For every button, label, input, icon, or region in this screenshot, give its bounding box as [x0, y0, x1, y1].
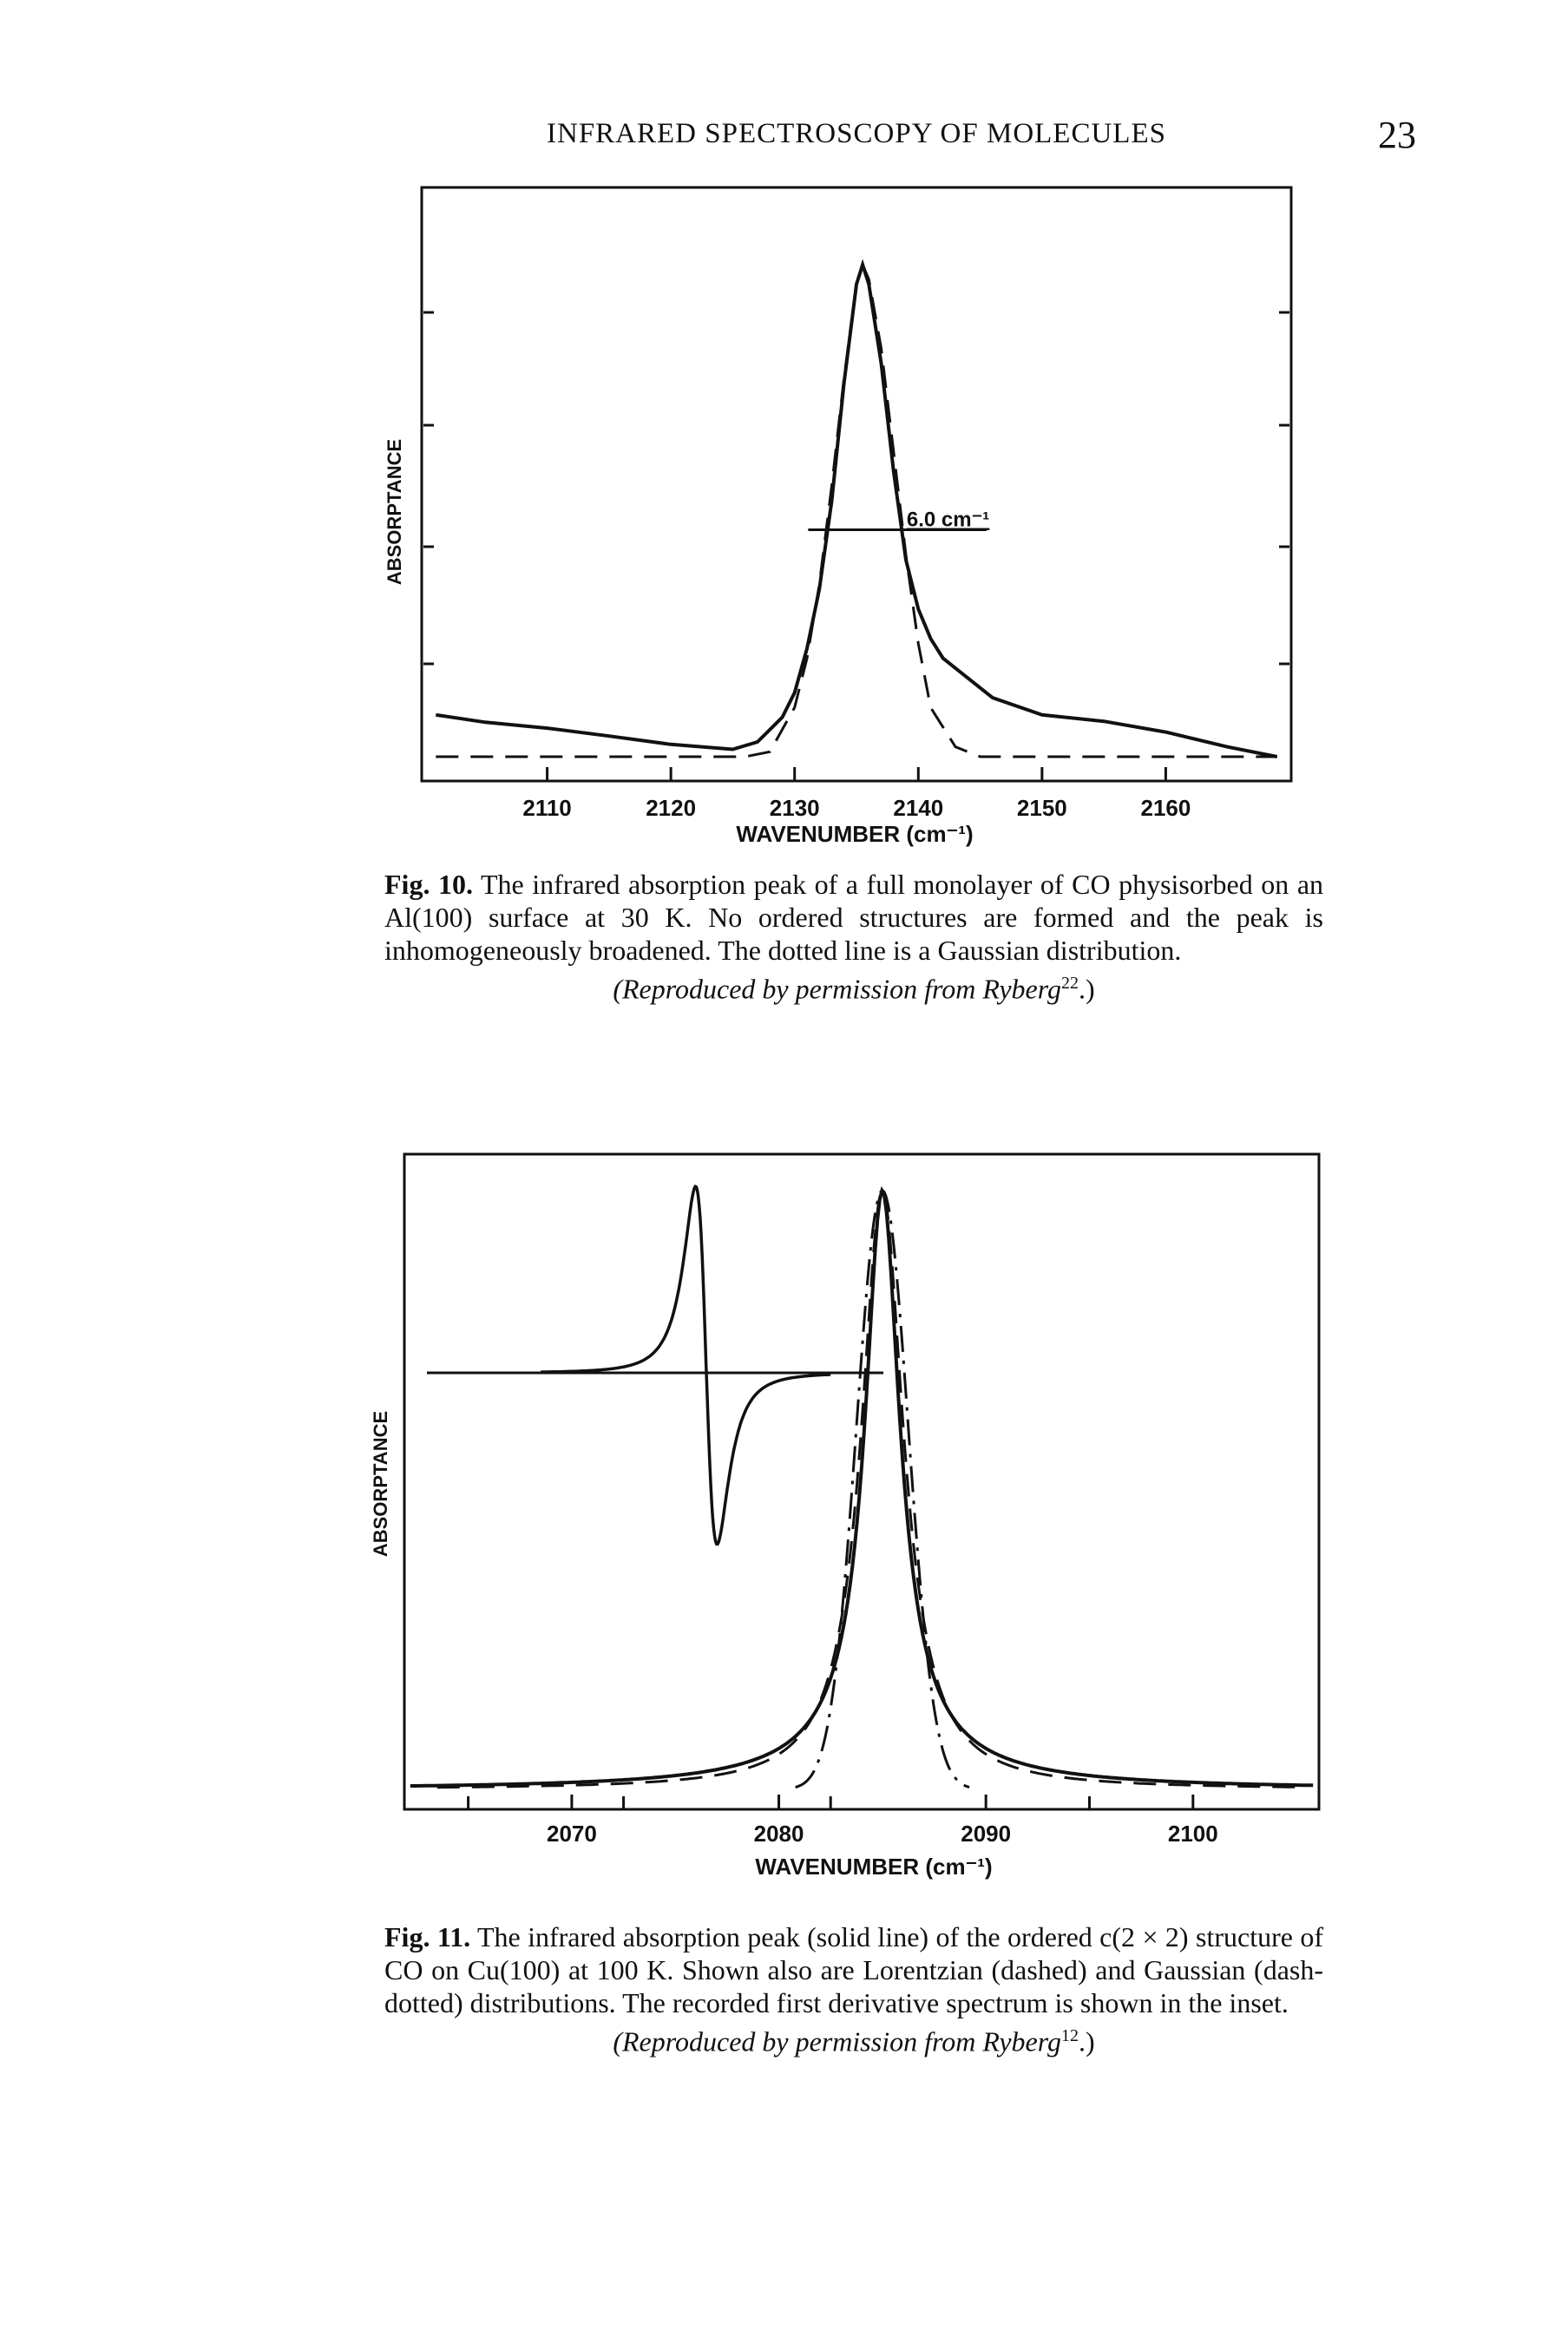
plot-frame	[403, 1152, 1321, 1811]
figure-10-caption-text: The infrared absorption peak of a full m…	[384, 869, 1324, 966]
first-derivative-inset-curve	[541, 1185, 831, 1546]
figure-10-ref: 22	[1060, 974, 1079, 993]
figure-10-chart: 2110 2120 2130 2140 2150 2160 6.0 cm⁻¹ ABSORP…	[384, 186, 1293, 847]
figure-11-caption: Fig. 11. The infrared absorption peak (s…	[384, 1921, 1324, 2058]
running-header: INFRARED SPECTROSCOPY OF MOLECULES 23	[0, 114, 1568, 161]
x-axis-label: WAVENUMBER (cm⁻¹)	[736, 821, 973, 847]
x-tick-label: 2160	[1141, 795, 1191, 821]
y-axis-label: ABSORPTANCE	[384, 439, 405, 585]
figure-11-credit: (Reproduced by permission from Ryberg	[613, 2025, 1061, 2058]
x-tick-label: 2140	[893, 795, 943, 821]
figure-11-chart: 2070 2080 2090 2100 ABSORPTANCE WAVENUMBER …	[370, 1152, 1321, 1880]
running-title: INFRARED SPECTROSCOPY OF MOLECULES	[547, 118, 1166, 149]
figure-10-label: Fig. 10.	[384, 869, 473, 900]
figure-11-ref: 12	[1060, 2026, 1079, 2045]
plot-frame	[420, 186, 1293, 783]
page-number: 23	[1378, 114, 1416, 156]
y-axis-label: ABSORPTANCE	[370, 1411, 391, 1557]
figure-10-credit: (Reproduced by permission from Ryberg	[613, 973, 1061, 1005]
fwhm-annotation: 6.0 cm⁻¹	[907, 509, 989, 532]
x-tick-label: 2110	[522, 795, 571, 821]
x-tick-label: 2130	[770, 795, 820, 821]
x-tick-label: 2080	[754, 1821, 804, 1847]
x-tick-label: 2090	[961, 1821, 1011, 1847]
x-tick-label: 2070	[547, 1821, 597, 1847]
figure-10-caption: Fig. 10. The infrared absorption peak of…	[384, 869, 1324, 1005]
figure-11-label: Fig. 11.	[384, 1921, 471, 1952]
x-axis-label: WAVENUMBER (cm⁻¹)	[755, 1854, 992, 1880]
x-tick-label: 2120	[646, 795, 696, 821]
absorption-peak-curve	[410, 1185, 1314, 1788]
figure-11-caption-text: The infrared absorption peak (solid line…	[384, 1921, 1324, 2018]
gaussian-dashed-curve	[436, 260, 1277, 758]
x-tick-label: 2100	[1168, 1821, 1218, 1847]
x-tick-label: 2150	[1017, 795, 1067, 821]
absorption-peak-curve	[436, 259, 1278, 758]
